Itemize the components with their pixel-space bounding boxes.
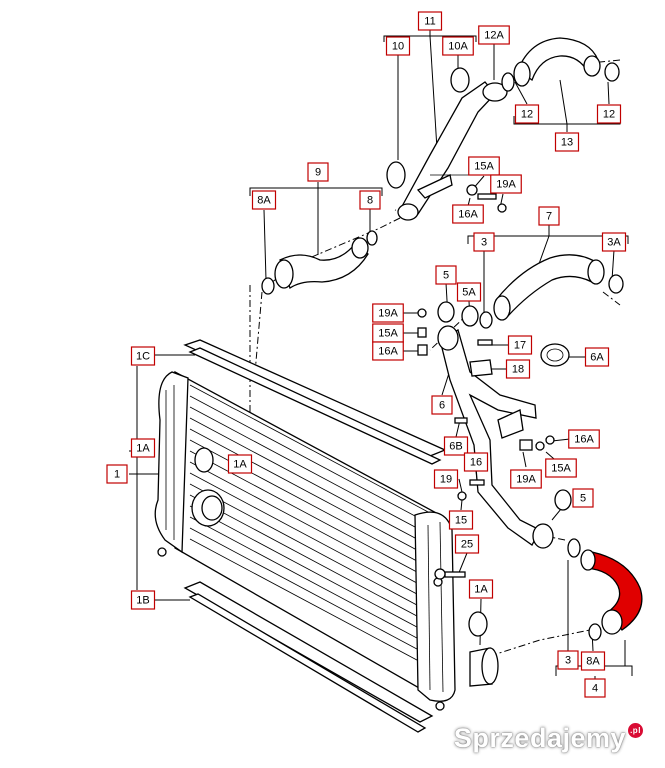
part-label-text: 11	[424, 16, 435, 28]
part-label-text: 8	[367, 195, 373, 207]
part-label-text: 12A	[484, 30, 504, 42]
part-label: 12	[596, 104, 622, 124]
part-label-text: 4	[592, 683, 598, 695]
part-label: 1	[106, 464, 128, 484]
part-label: 4	[584, 678, 606, 698]
part-label: 11	[417, 11, 443, 31]
part-label-text: 1A	[136, 443, 150, 455]
sensor-6a	[540, 343, 570, 367]
part-label-text: 3	[565, 655, 571, 667]
part-label: 15A	[468, 156, 500, 176]
part-label: 16A	[372, 341, 404, 361]
part-label: 6	[431, 395, 453, 415]
part-label: 15A	[545, 458, 577, 478]
part-label: 1A	[468, 579, 494, 599]
part-label-text: 8A	[586, 656, 600, 668]
part-label: 3A	[601, 232, 627, 252]
part-label-text: 19A	[496, 179, 516, 191]
part-label: 6B	[443, 436, 469, 456]
part-label: 8A	[251, 190, 277, 210]
part-label-text: 15A	[474, 161, 494, 173]
part-label: 1C	[130, 346, 156, 366]
part-label-text: 15A	[551, 463, 571, 475]
part-label: 19A	[372, 303, 404, 323]
part-label: 1A	[227, 454, 253, 474]
part-label-text: 6B	[449, 441, 462, 453]
part-label: 15	[448, 510, 474, 530]
part-label-text: 8A	[257, 195, 271, 207]
watermark: Sprzedajemy.pl	[454, 723, 643, 754]
hose-9	[261, 230, 378, 295]
part-label: 5	[572, 488, 594, 508]
part-label: 3	[473, 232, 495, 252]
part-label-text: 5	[443, 270, 449, 282]
part-label: 3	[557, 650, 579, 670]
part-label-text: 7	[546, 211, 552, 223]
part-label: 16A	[568, 429, 600, 449]
part-label: 17	[507, 335, 533, 355]
part-label-text: 6	[439, 400, 445, 412]
watermark-badge: .pl	[628, 723, 643, 738]
part-label: 12	[514, 104, 540, 124]
intercooler	[154, 339, 499, 733]
part-label-text: 10A	[448, 41, 468, 53]
hose-13	[501, 37, 620, 92]
part-label-text: 18	[512, 364, 524, 376]
part-label-text: 1	[114, 469, 120, 481]
upper-pressure-pipe	[386, 67, 508, 221]
part-label: 18	[505, 359, 531, 379]
part-label: 10A	[442, 36, 474, 56]
part-label-text: 3A	[607, 237, 621, 249]
part-label: 16A	[452, 204, 484, 224]
part-label: 13	[554, 132, 580, 152]
part-label-text: 1A	[474, 584, 488, 596]
part-label-text: 25	[461, 539, 473, 551]
part-label: 19	[433, 469, 459, 489]
part-label-text: 5	[580, 493, 586, 505]
part-label-text: 19	[440, 474, 452, 486]
part-label-text: 16A	[378, 346, 398, 358]
part-label: 1B	[130, 590, 156, 610]
part-label-text: 13	[561, 137, 573, 149]
part-label: 8	[359, 190, 381, 210]
part-label-text: 12	[521, 109, 533, 121]
part-label: 25	[454, 534, 480, 554]
part-label-text: 3	[481, 237, 487, 249]
part-label: 12A	[478, 25, 510, 45]
part-label-text: 5A	[462, 287, 476, 299]
part-label-text: 16	[470, 457, 482, 469]
part-label-text: 16A	[574, 434, 594, 446]
part-label-text: 15	[455, 515, 467, 527]
part-label-text: 15A	[378, 328, 398, 340]
part-label: 5	[435, 265, 457, 285]
part-label: 8A	[580, 651, 606, 671]
part-label: 10	[385, 36, 411, 56]
part-label-text: 12	[603, 109, 615, 121]
hardware	[194, 184, 572, 637]
part-label: 1A	[130, 438, 156, 458]
part-label: 15A	[372, 323, 404, 343]
hose-4-highlighted	[567, 538, 643, 641]
part-label: 19A	[510, 469, 542, 489]
part-label: 6A	[584, 347, 610, 367]
part-label-text: 10	[392, 41, 404, 53]
part-label: 5A	[456, 282, 482, 302]
part-label-text: 19A	[378, 308, 398, 320]
part-label: 16	[463, 452, 489, 472]
part-label: 7	[538, 206, 560, 226]
part-label-text: 1B	[136, 595, 149, 607]
hose-7	[479, 254, 624, 329]
part-label-text: 17	[514, 340, 526, 352]
watermark-text: Sprzedajemy	[453, 723, 626, 753]
part-label: 19A	[490, 174, 522, 194]
part-label-text: 1A	[233, 459, 247, 471]
part-label-text: 19A	[516, 474, 536, 486]
part-label: 9	[307, 162, 329, 182]
part-label-text: 1C	[136, 351, 150, 363]
part-label-text: 9	[315, 167, 321, 179]
part-label-text: 16A	[458, 209, 478, 221]
part-label-text: 6A	[590, 352, 604, 364]
